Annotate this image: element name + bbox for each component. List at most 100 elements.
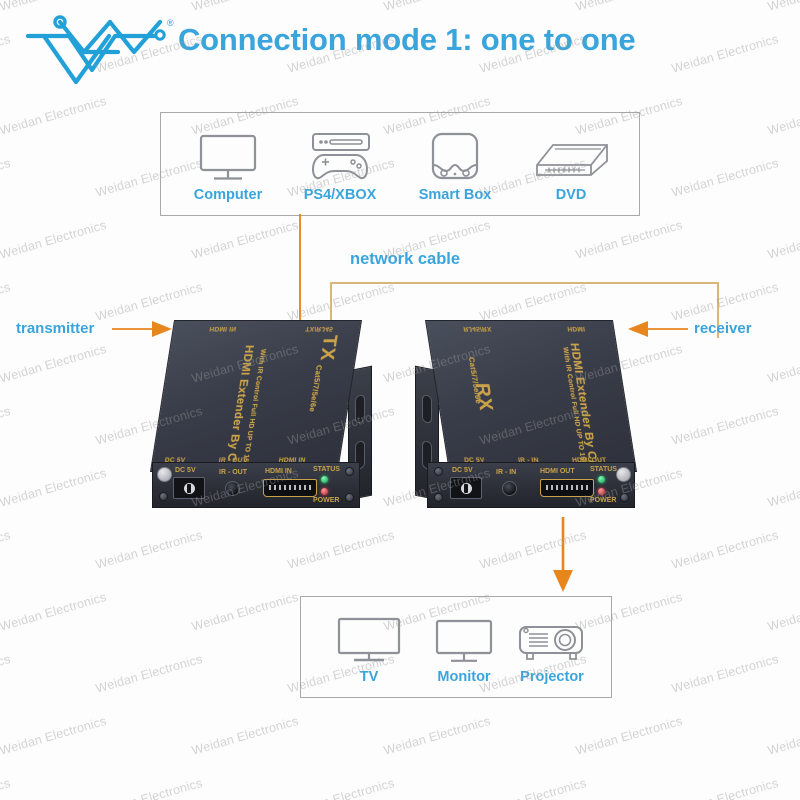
rx-rear-port-left: RJ45/RX xyxy=(462,325,493,332)
watermark-text: Weidan Electronics xyxy=(0,775,13,800)
tx-port-label-ir: IR - OUT xyxy=(219,469,247,476)
tx-power-label: POWER xyxy=(313,497,340,504)
watermark-text: Weidan Electronics xyxy=(670,775,781,800)
source-device-ps4-xbox: PS4/XBOX xyxy=(283,127,397,203)
tx-rear-port-left: HDMI IN xyxy=(209,325,237,332)
tx-status-label: STATUS xyxy=(313,466,340,473)
watermark-text: Weidan Electronics xyxy=(766,714,800,758)
screw xyxy=(345,467,354,476)
watermark-text: Weidan Electronics xyxy=(0,93,109,138)
rx-status-led xyxy=(598,476,605,483)
watermark-text: Weidan Electronics xyxy=(670,155,781,200)
watermark-text: Weidan Electronics xyxy=(0,155,13,200)
source-device-label: Computer xyxy=(193,187,263,203)
tx-dc-jack[interactable] xyxy=(173,477,205,499)
rx-status-label: STATUS xyxy=(590,466,617,473)
display-device-label: Projector xyxy=(520,669,584,685)
watermark-text: Weidan Electronics xyxy=(94,775,205,800)
display-device-label: Monitor xyxy=(437,669,491,685)
source-device-label: PS4/XBOX xyxy=(303,187,377,203)
tx-port-label-dc: DC 5V xyxy=(175,467,196,474)
watermark-text: Weidan Electronics xyxy=(478,775,589,800)
rx-port-label-hdmi: HDMI OUT xyxy=(540,468,575,475)
watermark-text: Weidan Electronics xyxy=(766,94,800,138)
source-device-dvd: DVD xyxy=(513,127,629,203)
rx-hdmi-out-port[interactable] xyxy=(540,479,594,497)
rx-to-display-line xyxy=(553,517,573,592)
screw xyxy=(434,493,443,502)
transmitter-label: transmitter xyxy=(16,320,95,337)
transmitter-device: HDMI IN TX/RJ45 HDMI Extender By CAT Wit… xyxy=(130,312,380,517)
watermark-text: Weidan Electronics xyxy=(0,589,109,634)
rx-front-panel: DC 5V IR - IN HDMI OUT STATUS POWER xyxy=(427,462,635,508)
source-device-label: DVD xyxy=(555,187,587,203)
page-header: ® Connection mode 1: one to one xyxy=(0,0,800,92)
tx-hdmi-in-port[interactable] xyxy=(263,479,317,497)
watermark-text: Weidan Electronics xyxy=(670,403,781,448)
weidan-w-logo: ® xyxy=(14,8,184,86)
watermark-text: Weidan Electronics xyxy=(670,527,781,572)
display-device-monitor: Monitor xyxy=(409,609,519,685)
rx-power-label: POWER xyxy=(590,497,617,504)
watermark-text: Weidan Electronics xyxy=(766,342,800,386)
page-title: Connection mode 1: one to one xyxy=(178,22,636,57)
source-device-computer: Computer xyxy=(173,127,283,203)
tx-front-knurl xyxy=(157,467,172,482)
monitor-icon xyxy=(173,127,283,185)
screw xyxy=(159,492,168,501)
screw xyxy=(345,493,354,502)
watermark-text: Weidan Electronics xyxy=(286,775,397,800)
watermark-text: Weidan Electronics xyxy=(190,217,301,262)
watermark-text: Weidan Electronics xyxy=(766,590,800,634)
rx-ir-in-jack[interactable] xyxy=(502,481,517,496)
tx-rear-port-right: TX/RJ45 xyxy=(305,325,334,332)
watermark-text: Weidan Electronics xyxy=(0,217,109,262)
watermark-text: Weidan Electronics xyxy=(670,279,781,324)
source-device-group: Computer PS4/XBOX xyxy=(160,112,640,216)
rx-port-label-dc: DC 5V xyxy=(452,467,473,474)
tx-status-led xyxy=(321,476,328,483)
rx-top-face: RJ45/RX HDMI HDMI Extender By CAT With I… xyxy=(424,320,638,475)
source-device-smart-box: Smart Box xyxy=(397,127,513,203)
receiver-device: RJ45/RX HDMI HDMI Extender By CAT With I… xyxy=(405,312,655,517)
watermark-text: Weidan Electronics xyxy=(574,217,685,262)
display-device-label: TV xyxy=(359,669,379,685)
watermark-text: Weidan Electronics xyxy=(94,527,205,572)
tx-role-label: TX xyxy=(315,335,341,362)
display-device-tv: TV xyxy=(315,609,423,685)
tx-front-panel: DC 5V IR - OUT HDMI IN STATUS POWER xyxy=(152,462,360,508)
watermark-text: Weidan Electronics xyxy=(766,466,800,510)
watermark-text: Weidan Electronics xyxy=(574,713,685,758)
watermark-text: Weidan Electronics xyxy=(0,403,13,448)
gamepad-console-icon xyxy=(283,127,397,185)
watermark-text: Weidan Electronics xyxy=(94,651,205,696)
rx-port-label-ir: IR - IN xyxy=(496,469,517,476)
rx-cable-spec: Cat5/7/5e/6e xyxy=(466,357,484,404)
screw xyxy=(434,467,443,476)
watermark-text: Weidan Electronics xyxy=(0,527,13,572)
watermark-text: Weidan Electronics xyxy=(766,218,800,262)
watermark-text: Weidan Electronics xyxy=(0,279,13,324)
registered-mark: ® xyxy=(167,18,174,28)
monitor-icon xyxy=(409,609,519,667)
tx-top-face: HDMI IN TX/RJ45 HDMI Extender By CAT Wit… xyxy=(149,320,363,477)
screw xyxy=(620,493,629,502)
smart-box-icon xyxy=(397,127,513,185)
rx-rear-port-right: HDMI xyxy=(566,325,586,332)
display-device-projector: Projector xyxy=(497,609,607,685)
watermark-text: Weidan Electronics xyxy=(382,713,493,758)
watermark-text: Weidan Electronics xyxy=(190,713,301,758)
dvd-player-icon xyxy=(513,127,629,185)
mounting-slot xyxy=(422,394,432,424)
receiver-label: receiver xyxy=(694,320,752,337)
tx-power-led xyxy=(321,488,328,495)
rx-dc-jack[interactable] xyxy=(450,477,482,499)
watermark-text: Weidan Electronics xyxy=(0,651,13,696)
tx-ir-out-jack[interactable] xyxy=(225,481,240,496)
tx-port-label-hdmi: HDMI IN xyxy=(265,468,292,475)
mounting-slot xyxy=(355,394,365,424)
watermark-text: Weidan Electronics xyxy=(0,465,109,510)
watermark-text: Weidan Electronics xyxy=(0,713,109,758)
display-device-group: TV Monitor xyxy=(300,596,612,698)
